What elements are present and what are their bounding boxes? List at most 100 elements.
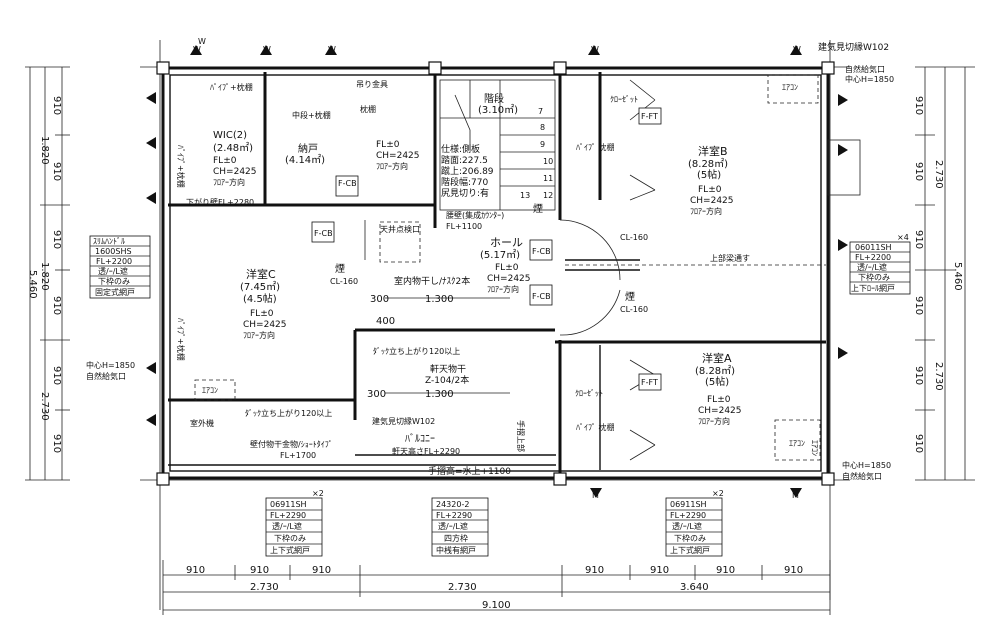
door-tag-label: F-CB	[532, 292, 551, 301]
window-tag-multiplier: ×4	[897, 233, 909, 242]
room-name-wic: WIC(2)	[213, 130, 247, 141]
folding-door	[629, 174, 656, 201]
room-floor-b: ﾌﾛｱｰ方向	[690, 206, 722, 216]
outer-wall-inner	[169, 74, 822, 472]
room-floor-a: ﾌﾛｱｰ方向	[698, 416, 730, 426]
window-tag-multiplier: ×2	[312, 489, 324, 498]
room-name-c: 洋室C	[246, 267, 276, 281]
dimension-text: 5.460	[952, 262, 963, 291]
wall-dryer-fl: FL+1700	[280, 451, 316, 460]
right-dimension-lines	[915, 66, 975, 481]
dimension-text: 910	[51, 162, 62, 181]
window-tag-bottom2	[431, 497, 489, 557]
window-tag-line: 24320-2	[436, 500, 469, 509]
w-marker-row: W	[146, 37, 848, 426]
balcony-note: 軒天高さFL+2290	[392, 446, 460, 456]
room-name-b: 洋室B	[698, 144, 728, 158]
room-name-a: 洋室A	[702, 351, 732, 365]
window-tag-line: FL+2200	[855, 253, 891, 262]
pipe-shelf-note: ﾊﾟｲﾌﾟ+枕棚	[210, 82, 253, 92]
room-ch-nando: CH=2425	[376, 151, 420, 161]
stairs-spec: 仕様:側板	[441, 143, 480, 155]
room-area-b: (8.28㎡)	[688, 158, 728, 170]
room-floor-nando: ﾌﾛｱｰ方向	[376, 161, 408, 171]
column	[821, 472, 835, 486]
room-floor-hall: ﾌﾛｱｰ方向	[487, 284, 519, 294]
aircon-label: ｴｱｺﾝ	[782, 83, 798, 92]
door-tag-label: F-FT	[641, 378, 658, 387]
outer-wall	[161, 66, 830, 480]
natural-vent-label: 自然給気口	[86, 371, 126, 381]
window-tag-line: 透/ｰ/L遮	[672, 521, 702, 531]
left-dimension-lines	[25, 66, 70, 481]
window-tag-left	[89, 235, 151, 299]
natural-vent-height: 中心H=1850	[86, 360, 135, 370]
door-swing	[559, 219, 621, 281]
stairs-spec: 踏面:227.5	[441, 154, 488, 166]
door-tag	[529, 239, 553, 261]
dimension-text: 910	[51, 434, 62, 453]
stair-step-number: 10	[543, 157, 553, 166]
window-tag-line: 透/ｰ/L遮	[438, 521, 468, 531]
natural-vent-label: 自然給気口	[842, 471, 882, 481]
dimension-text: 2.730	[933, 160, 944, 189]
window-tag-line: FL+2290	[436, 511, 472, 520]
nokiten-note: Z-104/2本	[425, 374, 469, 386]
koshikabe-note: 腰壁(集成ｶｳﾝﾀｰ)	[446, 210, 504, 220]
door-tag-label: F-FT	[641, 112, 658, 121]
dimension-text: 910	[913, 230, 924, 249]
pipe-shelf-note: ﾊﾟｲﾌﾟ 枕棚	[576, 422, 615, 432]
dimension-text: 300	[367, 389, 386, 400]
room-fl-c: FL±0	[250, 309, 274, 319]
window-tag-multiplier: ×2	[712, 489, 724, 498]
window-tag-line: FL+2290	[670, 511, 706, 520]
dimension-text: 400	[376, 316, 395, 327]
dimension-text: 910	[250, 565, 269, 576]
window-tag-line: 四方枠	[444, 533, 468, 543]
aircon-outline	[774, 419, 821, 461]
stairs-spec: 尻見切り:有	[441, 187, 489, 199]
folding-door	[629, 429, 656, 461]
window-tag-line: 固定式網戸	[95, 287, 135, 297]
closet-label: ｸﾛｰｾﾞｯﾄ	[575, 389, 603, 398]
balcony-name: ﾊﾞﾙｺﾆｰ	[405, 433, 435, 445]
stair-step-number: 7	[538, 107, 543, 116]
dimension-text: 2.730	[448, 582, 477, 593]
dimension-text: 2.730	[933, 362, 944, 391]
door-swing	[559, 289, 621, 336]
wall-dryer-note: 壁付物干金物/ｼｮｰﾄﾀｲﾌﾟ	[250, 439, 333, 449]
stair-step-number: 11	[543, 174, 553, 183]
room-ch-a: CH=2425	[698, 406, 742, 416]
handrail-top-note: 手摺上部	[516, 420, 526, 452]
dimension-text: 1.300	[425, 389, 454, 400]
dimension-text: 910	[312, 565, 331, 576]
window-tag-line: 透/ｰ/L遮	[857, 262, 887, 272]
dimension-text: 910	[913, 434, 924, 453]
door-tag-label: F-CB	[532, 247, 551, 256]
nakadan-note: 中段+枕棚	[292, 110, 331, 120]
sagari-kabe-note: 下がり壁FL+2280	[186, 197, 254, 207]
window-tag-line: 06911SH	[670, 500, 707, 509]
smoke-detector: 煙	[335, 263, 345, 275]
dimension-text: 910	[913, 96, 924, 115]
window-tag-line: FL+2290	[270, 511, 306, 520]
dimension-text: 1.820	[39, 262, 50, 291]
pipe-shelf-note: ﾊﾟｲﾌﾟ+枕棚	[176, 145, 186, 188]
m-marker-label: M	[792, 491, 799, 500]
column	[553, 61, 567, 75]
duct-note: ﾀﾞｯｸ立ち上がり120以上	[373, 346, 460, 356]
room-floor-c: ﾌﾛｱｰ方向	[243, 330, 275, 340]
window-tag-bottom1	[265, 497, 323, 557]
window-tag-line: 上下式網戸	[670, 545, 710, 555]
room-ch-hall: CH=2425	[487, 274, 531, 284]
cl-label: CL-160	[620, 305, 648, 314]
dimension-text: 910	[51, 230, 62, 249]
room-area-nando: (4.14㎡)	[285, 154, 325, 166]
room-area-stairs: (3.10㎡)	[478, 104, 518, 116]
dimension-text: 910	[716, 565, 735, 576]
room-fl-wic: FL±0	[213, 156, 237, 166]
indoor-dry-note: 室内物干し/ﾅｽｸ2本	[394, 275, 470, 287]
pipe-shelf-note: ﾊﾟｲﾌﾟ+枕棚	[176, 318, 186, 361]
door-tag-label: F-CB	[314, 229, 333, 238]
koshikabe-fl: FL+1100	[446, 222, 482, 231]
